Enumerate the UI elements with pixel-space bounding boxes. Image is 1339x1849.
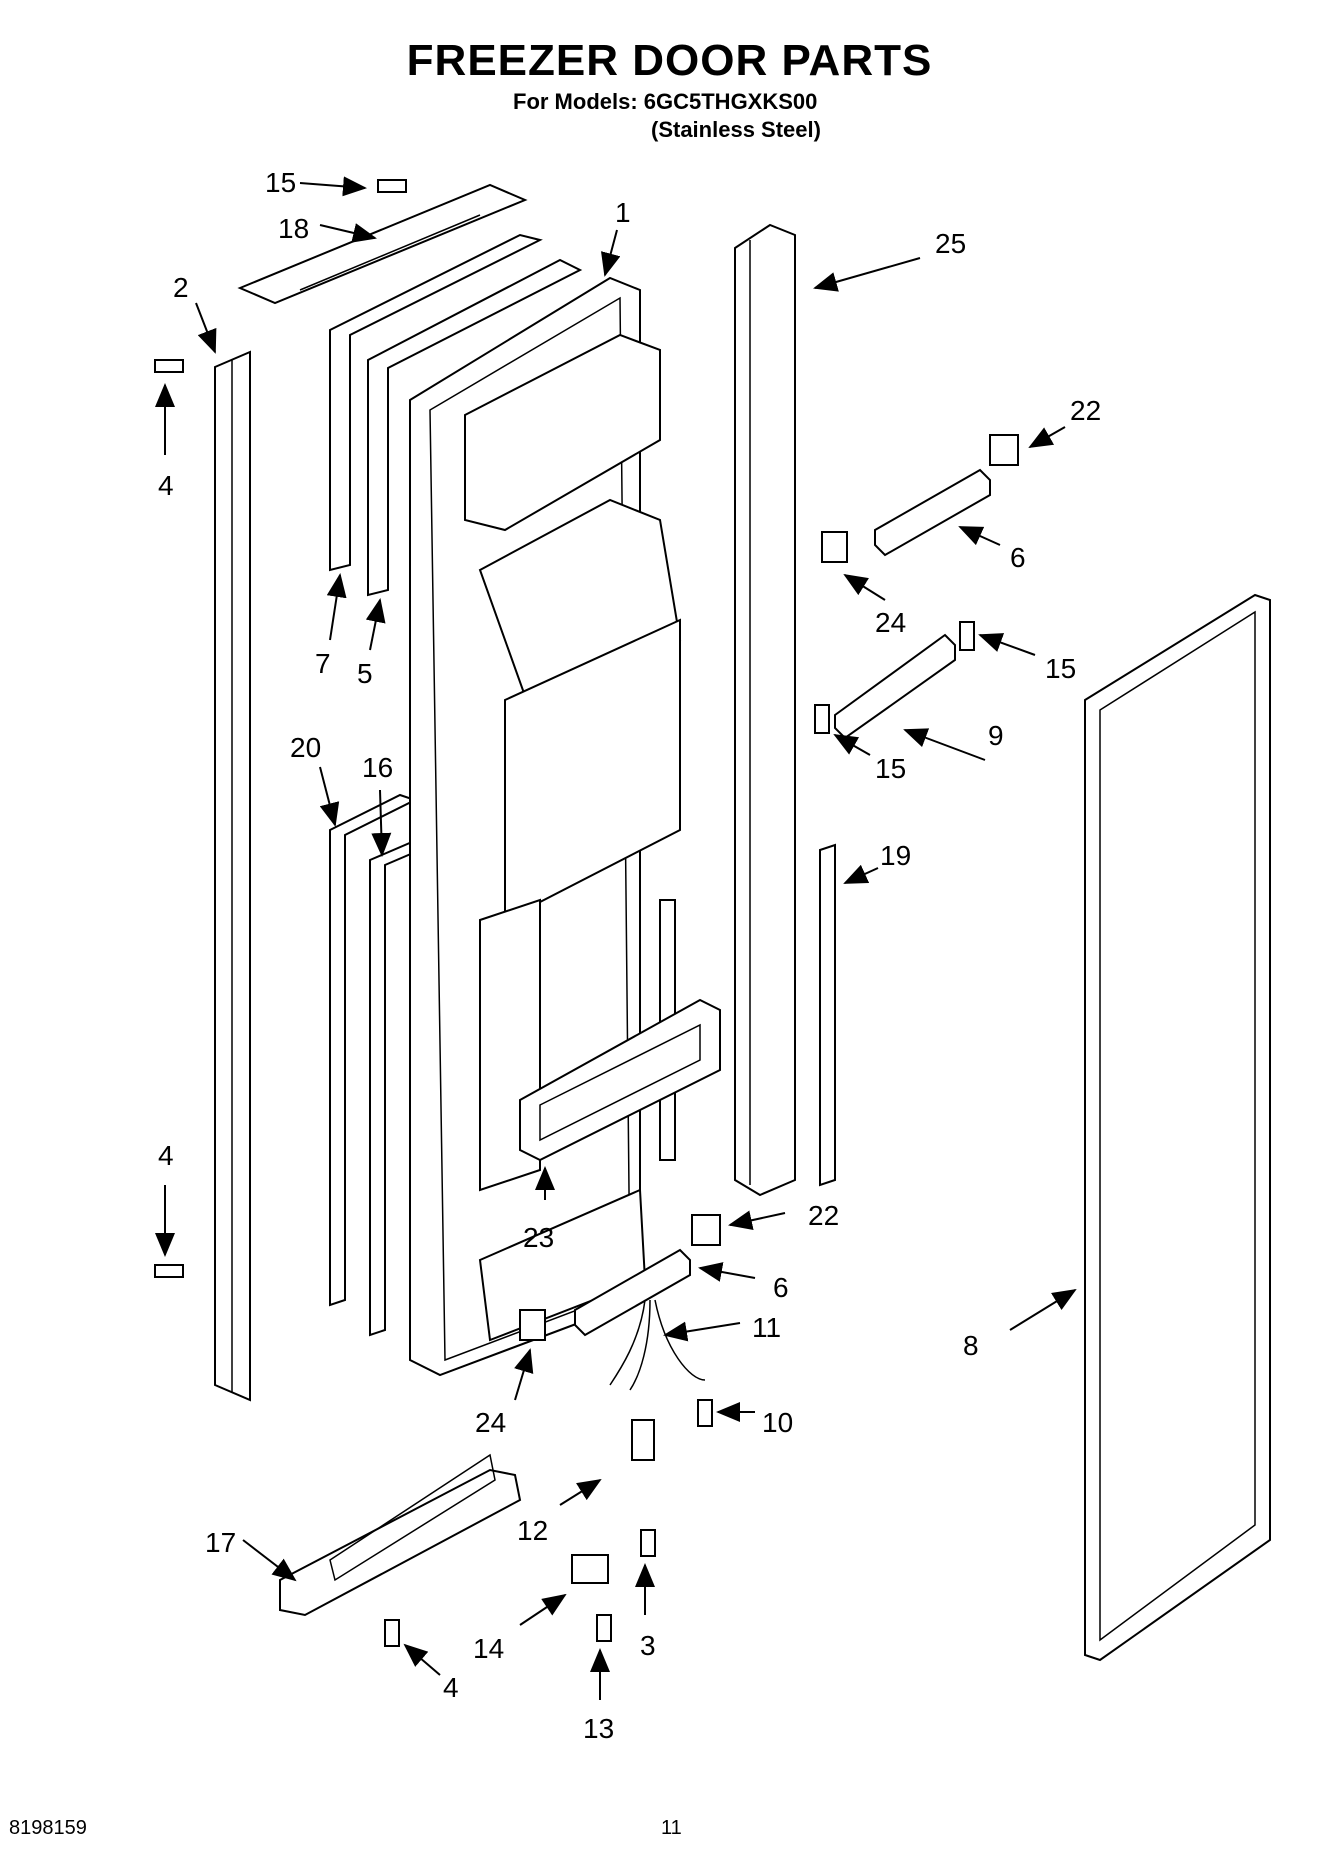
model-variant-line: (Stainless Steel): [651, 117, 821, 142]
callout-9: 9: [988, 720, 1004, 751]
callout-22-lower: 22: [808, 1200, 839, 1231]
callout-4-bottom: 4: [443, 1672, 459, 1703]
part-5-upper-panel: [367, 258, 583, 597]
part-14-hinge-block: [571, 1554, 609, 1584]
model-number-line: For Models: 6GC5THGXKS00: [513, 89, 818, 114]
part-22-lower-cap: [691, 1214, 721, 1246]
part-4-lower-screw: [154, 1264, 184, 1278]
part-7-upper-panel: [329, 233, 543, 572]
part-24-upper-clip: [821, 531, 848, 563]
part-4-bottom-screw: [384, 1619, 400, 1647]
part-10-screw: [697, 1399, 713, 1427]
callout-25: 25: [935, 228, 966, 259]
callout-15-lower: 15: [875, 753, 906, 784]
part-2-left-trim: [214, 350, 251, 1402]
part-15-lower-clip: [814, 704, 830, 734]
callout-4-lower: 4: [158, 1140, 174, 1171]
callout-20: 20: [290, 732, 321, 763]
part-24-lower-clip: [519, 1309, 546, 1341]
callout-18: 18: [278, 213, 309, 244]
part-21-screw: [377, 179, 407, 193]
part-6-lower-rail: [574, 1248, 691, 1337]
part-11-wire-harness: [609, 1299, 706, 1391]
callout-13: 13: [583, 1713, 614, 1744]
part-12-hinge-pin: [631, 1419, 655, 1461]
callout-19: 19: [880, 840, 911, 871]
callout-6-lower: 6: [773, 1272, 789, 1303]
callout-16: 16: [362, 752, 393, 783]
callout-24-upper: 24: [875, 607, 906, 638]
callout-14: 14: [473, 1633, 504, 1664]
page-title: FREEZER DOOR PARTS: [406, 36, 933, 85]
callout-4-upper: 4: [158, 470, 174, 501]
callout-21: 15: [265, 167, 296, 198]
callout-6-upper: 6: [1010, 542, 1026, 573]
callout-24-lower: 24: [475, 1407, 506, 1438]
callout-23: 23: [523, 1222, 554, 1253]
callout-17: 17: [205, 1527, 236, 1558]
callout-2: 2: [173, 272, 189, 303]
part-23-door-bin: [519, 998, 721, 1162]
callout-5: 5: [357, 658, 373, 689]
part-8-gasket: [1084, 593, 1271, 1662]
part-17-hinge-bracket: [279, 1453, 522, 1617]
callout-15-upper: 15: [1045, 653, 1076, 684]
part-1-door-liner: [409, 276, 682, 1377]
document-number: 8198159: [9, 1817, 87, 1839]
callout-11: 11: [752, 1312, 781, 1343]
page-number: 11: [661, 1817, 682, 1839]
callout-8: 8: [963, 1330, 979, 1361]
part-9-rail: [834, 633, 956, 740]
part-15-upper-clip: [959, 621, 975, 651]
part-3-screw: [640, 1529, 656, 1557]
leader-lines: [155, 176, 1077, 1700]
part-19-strip: [819, 843, 836, 1187]
callout-22-upper: 22: [1070, 395, 1101, 426]
callout-7: 7: [315, 648, 331, 679]
callout-labels: 15 18 1 2 4 7 5 20 16 4 25 22 6 24 15 9 …: [158, 167, 1101, 1744]
callout-12: 12: [517, 1515, 548, 1546]
part-20-lower-panel: [329, 793, 418, 1307]
part-18-top-bracket: [237, 183, 528, 305]
part-13-screw: [596, 1614, 612, 1642]
part-25-right-channel: [734, 223, 796, 1197]
part-4-upper-screw: [154, 359, 184, 373]
callout-1: 1: [615, 197, 631, 228]
callout-3: 3: [640, 1630, 656, 1661]
callout-10: 10: [762, 1407, 793, 1438]
part-6-upper-rail: [874, 468, 991, 557]
part-22-upper-cap: [989, 434, 1019, 466]
